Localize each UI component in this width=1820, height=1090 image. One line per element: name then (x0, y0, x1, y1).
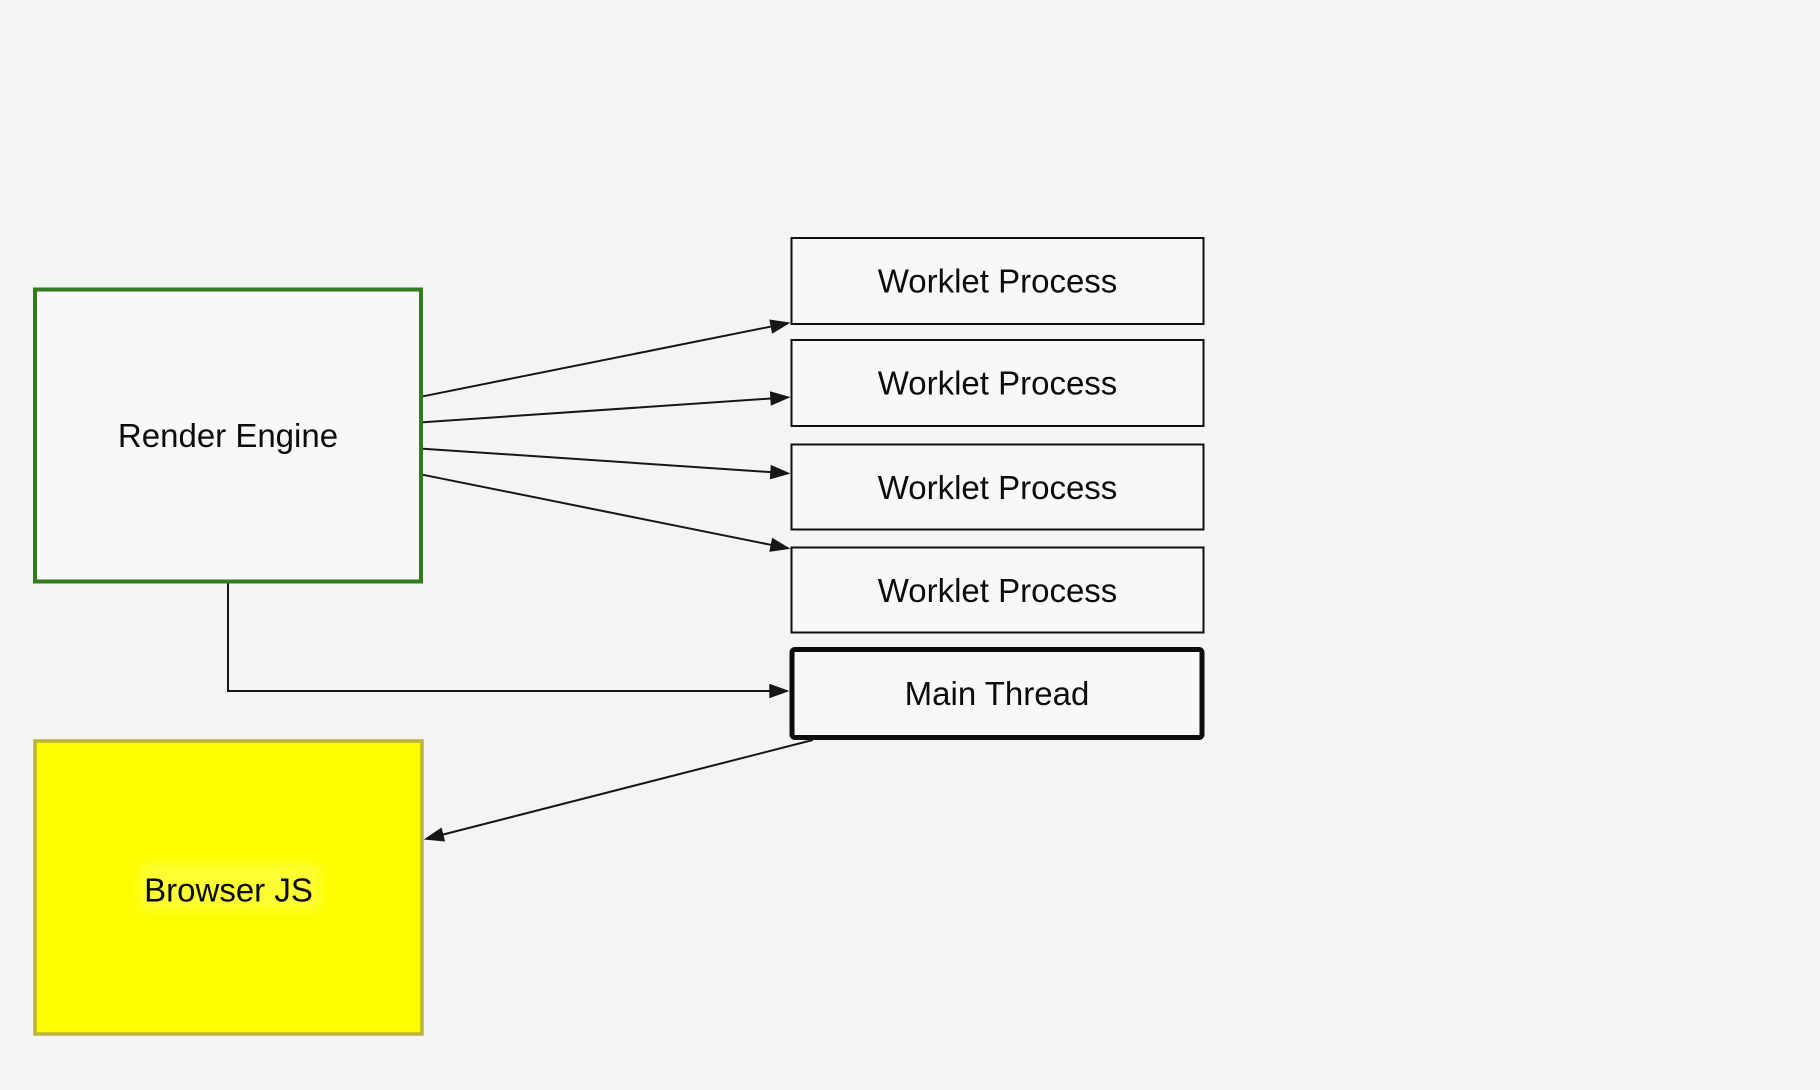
svg-text:Worklet Process: Worklet Process (878, 469, 1118, 506)
svg-text:Browser JS: Browser JS (144, 871, 313, 908)
svg-text:Main Thread: Main Thread (905, 675, 1090, 712)
svg-text:Worklet Process: Worklet Process (878, 263, 1118, 300)
svg-text:Worklet Process: Worklet Process (878, 572, 1118, 609)
svg-text:Worklet Process: Worklet Process (878, 365, 1118, 402)
svg-text:Render Engine: Render Engine (118, 417, 338, 454)
